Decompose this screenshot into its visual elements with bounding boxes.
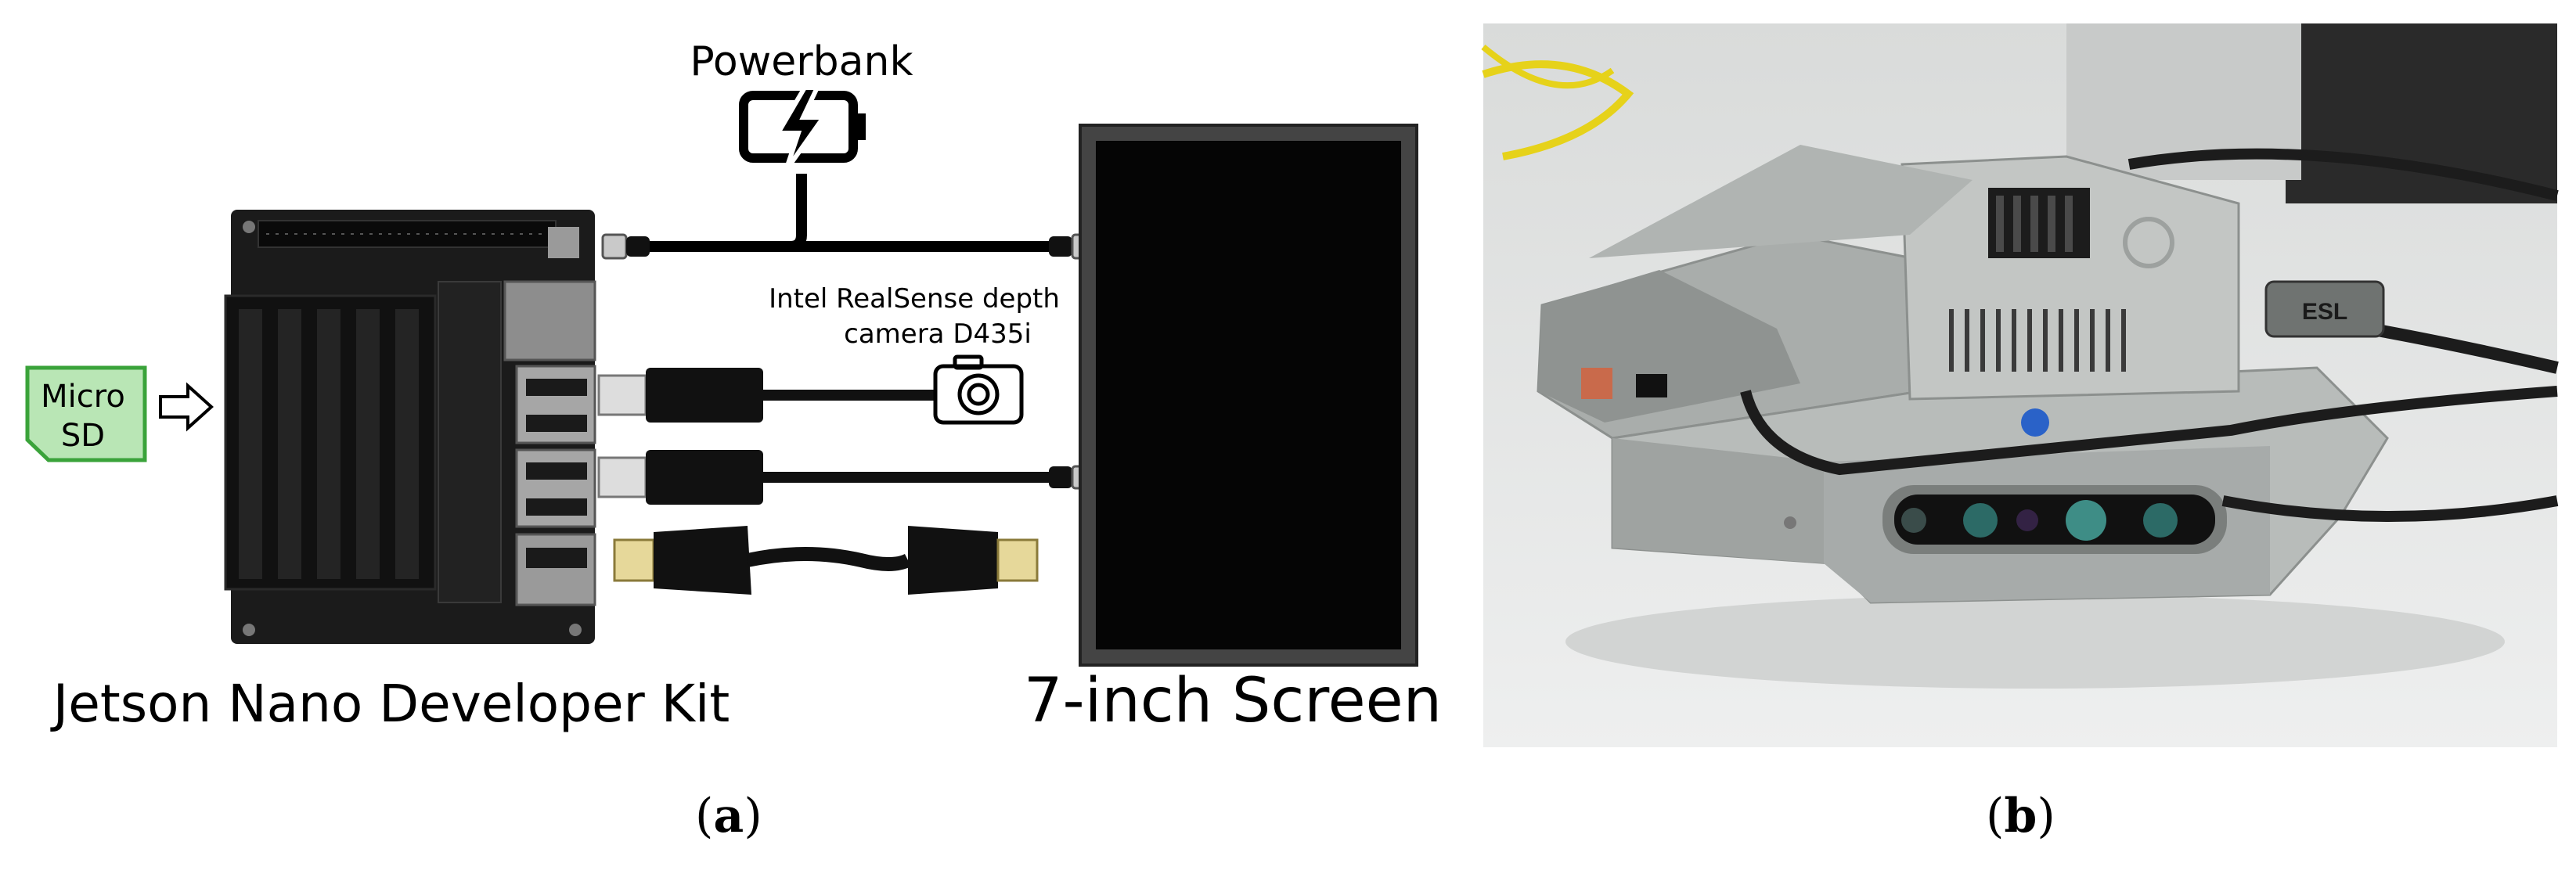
- case-logo-text: ESL: [2302, 299, 2347, 325]
- micro-sd-card: Micro SD: [25, 365, 147, 462]
- caption-a: (a): [695, 789, 762, 843]
- powerbank-cable: [603, 174, 1049, 252]
- insert-arrow-icon: [159, 382, 214, 432]
- ethernet-port: [503, 280, 596, 361]
- camera-label-line1: Intel RealSense depth: [769, 283, 1060, 315]
- camera-icon: [933, 354, 1024, 425]
- powerbank-label: Powerbank: [690, 38, 913, 85]
- panel-b-photo: ESL: [1481, 23, 2559, 747]
- micro-sd-label-line1: Micro: [41, 379, 125, 415]
- caption-a-letter: a: [713, 789, 744, 843]
- jetson-nano-board: [224, 210, 596, 644]
- battery-icon: [739, 85, 866, 172]
- caption-b: (b): [1986, 789, 2055, 843]
- hdmi-port: [515, 533, 596, 606]
- panel-a-diagram: Powerbank: [25, 38, 1442, 736]
- device-case: ESL: [1537, 145, 2559, 604]
- realsense-camera: [1882, 485, 2227, 554]
- usb-cable-camera: [597, 368, 935, 423]
- micro-usb-plug-left: [601, 233, 628, 260]
- usb-cable-screen: [597, 450, 1097, 505]
- micro-usb-plug-right: [1049, 236, 1072, 257]
- seven-inch-screen: [1079, 124, 1418, 667]
- board-label: Jetson Nano Developer Kit: [50, 674, 730, 734]
- usbc-plug: ESL: [2264, 280, 2385, 338]
- caption-b-letter: b: [2004, 789, 2037, 843]
- micro-sd-label-line2: SD: [61, 418, 105, 454]
- hdmi-cable: [613, 526, 1039, 595]
- screen-label: 7-inch Screen: [1024, 666, 1442, 736]
- camera-label-line2: camera D435i: [844, 318, 1032, 350]
